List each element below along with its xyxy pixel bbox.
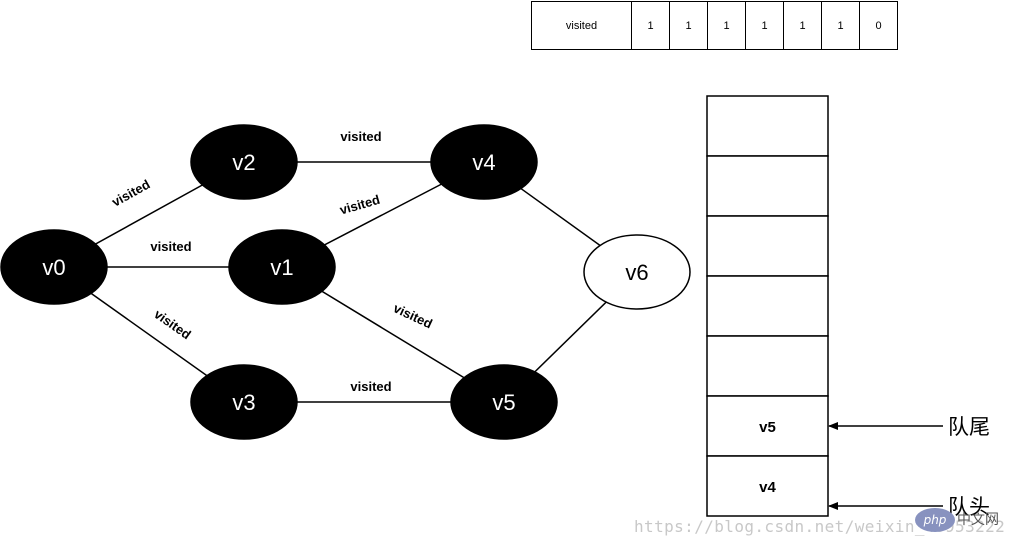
node-v6-shape <box>583 234 691 310</box>
node-v1: v1 <box>228 229 336 305</box>
queue-slot <box>706 335 829 397</box>
queue-pointers: 队尾 队头 <box>828 416 990 519</box>
edge-label-v3-v5: visited <box>350 379 391 394</box>
visited-cell-v3: 1 <box>745 1 784 50</box>
node-v2-shape <box>190 124 298 200</box>
queue-slot-box <box>706 335 829 397</box>
node-v6: v6 <box>583 234 691 310</box>
queue-head-label: 队头 <box>948 496 990 519</box>
visited-array-header: visited <box>531 1 632 50</box>
node-v0-shape <box>0 229 108 305</box>
queue-slot-box <box>706 155 829 217</box>
edge-label-v2-v4: visited <box>340 129 381 144</box>
node-v1-label: v1 <box>270 255 293 280</box>
queue-slot: v5 <box>706 395 829 457</box>
watermark-url: https://blog.csdn.net/weixin_40953222 <box>634 517 1006 536</box>
queue-slot-box <box>706 395 829 457</box>
node-v4: v4 <box>430 124 538 200</box>
node-v6-label: v6 <box>625 260 648 285</box>
queue-slot-box <box>706 95 829 157</box>
edge-label-v0-v2: visited <box>109 176 152 209</box>
node-v2-label: v2 <box>232 150 255 175</box>
queue-slot-box <box>706 275 829 337</box>
node-v1-shape <box>228 229 336 305</box>
node-v2: v2 <box>190 124 298 200</box>
watermark-site: 中文网 <box>957 512 999 528</box>
watermark-logo: php <box>915 508 955 532</box>
queue-tail-label: 队尾 <box>948 416 990 439</box>
graph-nodes: v0 v1 v2 v3 v4 v5 v6 <box>0 124 691 440</box>
edge-label-v0-v1: visited <box>150 239 191 254</box>
visited-cell-v5: 1 <box>821 1 860 50</box>
visited-cell-v0: 1 <box>631 1 670 50</box>
queue: v5 v4 <box>706 95 829 517</box>
queue-slot <box>706 95 829 157</box>
node-v0-label: v0 <box>42 255 65 280</box>
visited-cell-v6: 0 <box>859 1 898 50</box>
node-v5-shape <box>450 364 558 440</box>
node-v0: v0 <box>0 229 108 305</box>
queue-slot <box>706 155 829 217</box>
node-v5-label: v5 <box>492 390 515 415</box>
node-v4-shape <box>430 124 538 200</box>
node-v5: v5 <box>450 364 558 440</box>
queue-slot <box>706 275 829 337</box>
visited-cell-v4: 1 <box>783 1 822 50</box>
queue-slot <box>706 215 829 277</box>
queue-slot-value: v4 <box>759 479 776 496</box>
queue-slot-box <box>706 455 829 517</box>
node-v3: v3 <box>190 364 298 440</box>
edge-label-v1-v4: visited <box>338 192 382 218</box>
queue-slot-box <box>706 215 829 277</box>
edge-label-v0-v3: visited <box>151 306 193 342</box>
visited-array-table: visited 1 1 1 1 1 1 0 <box>531 1 898 50</box>
node-v4-label: v4 <box>472 150 495 175</box>
edge-label-v1-v5: visited <box>391 300 435 331</box>
graph-edges <box>53 161 638 403</box>
queue-slot-value: v5 <box>759 419 776 436</box>
visited-cell-v2: 1 <box>707 1 746 50</box>
queue-slot: v4 <box>706 455 829 517</box>
node-v3-shape <box>190 364 298 440</box>
node-v3-label: v3 <box>232 390 255 415</box>
